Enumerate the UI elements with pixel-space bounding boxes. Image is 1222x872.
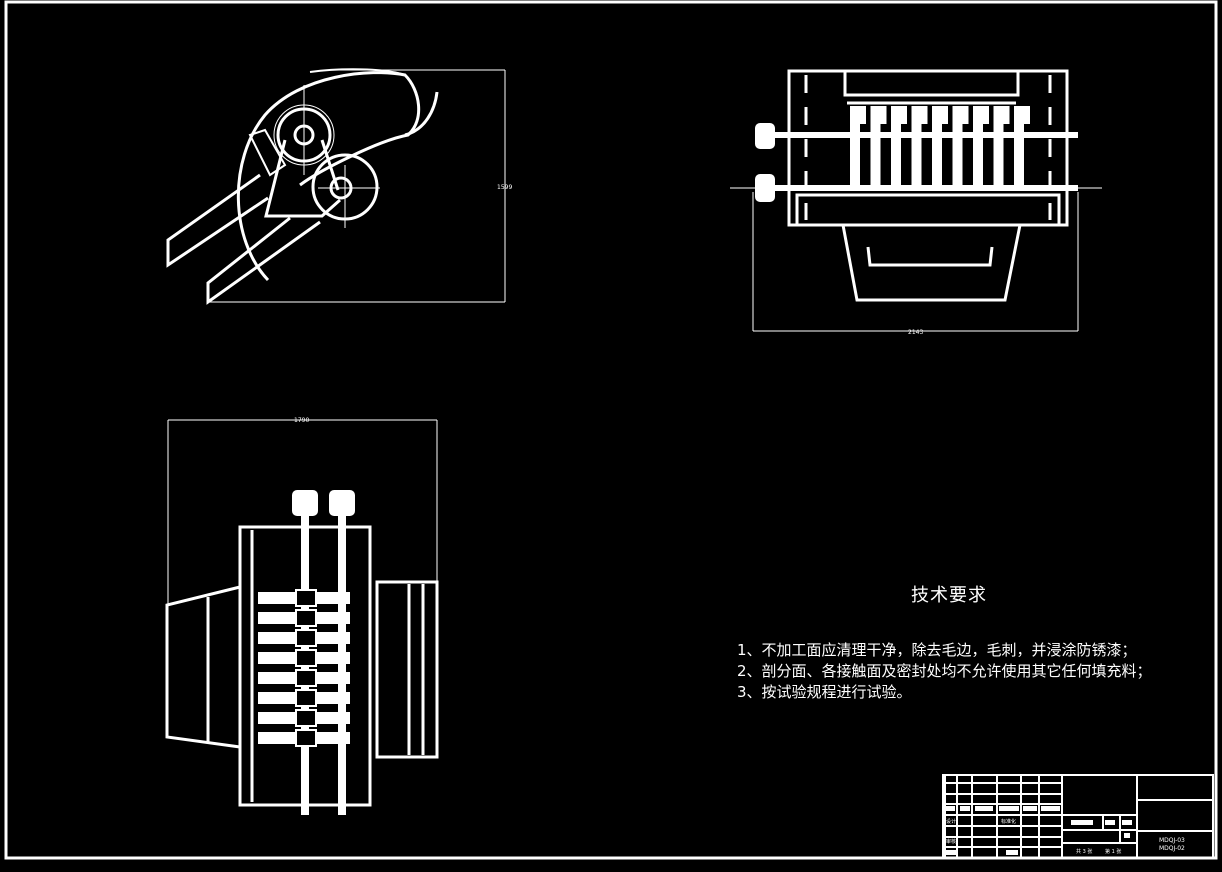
crushing-blade bbox=[850, 106, 860, 186]
requirement-item-1: 1、不加工面应清理干净，除去毛边，毛刺，并浸涂防锈漆； bbox=[737, 641, 1137, 659]
crushing-blade bbox=[952, 106, 963, 186]
requirement-item-2: 2、剖分面、各接触面及密封处均不允许使用其它任何填充料； bbox=[737, 662, 1152, 680]
blade-tip bbox=[983, 106, 989, 124]
blade-tip bbox=[880, 106, 887, 124]
pulley-upper bbox=[755, 123, 775, 149]
support-bracket bbox=[264, 139, 341, 218]
hood-lip bbox=[404, 91, 439, 137]
blade-hub bbox=[295, 689, 317, 707]
side-view-dimension bbox=[208, 69, 506, 303]
front-pulleys bbox=[755, 123, 775, 202]
blade-tip bbox=[860, 106, 866, 124]
blade-hub bbox=[295, 649, 317, 667]
chute-upper bbox=[166, 173, 269, 268]
top-blades bbox=[258, 589, 350, 747]
top-pulleys bbox=[292, 490, 355, 516]
drawing-number: MDQJ-03 bbox=[1159, 837, 1185, 844]
crushing-blade bbox=[891, 106, 901, 186]
dimension-label-width: 2143 bbox=[908, 329, 923, 336]
crushing-blade bbox=[870, 106, 881, 186]
title-block-fill bbox=[945, 806, 955, 811]
dimension-label-height: 1599 bbox=[497, 184, 512, 191]
crushing-blade bbox=[993, 106, 1004, 186]
drawing-border bbox=[4, 0, 1218, 860]
title-block-fill bbox=[960, 806, 970, 811]
hopper bbox=[841, 224, 1022, 302]
drawing-number-alt: MDQJ-02 bbox=[1159, 845, 1185, 852]
crushing-blade bbox=[973, 106, 983, 186]
title-block-grid bbox=[943, 775, 1132, 858]
inlet-hopper bbox=[165, 585, 241, 749]
blade-hub bbox=[295, 729, 317, 747]
blade-tip bbox=[921, 106, 928, 124]
dimension-label-top-width: 1790 bbox=[294, 417, 309, 424]
title-block-fill bbox=[1006, 850, 1018, 855]
pulley-right bbox=[329, 490, 355, 516]
review-label: 审核 bbox=[946, 838, 956, 845]
blade-hub bbox=[295, 629, 317, 647]
crushing-blade bbox=[932, 106, 942, 186]
hood-outline bbox=[236, 71, 421, 282]
title-block-fill bbox=[975, 806, 993, 811]
blade-tip bbox=[1024, 106, 1030, 124]
outlet-block bbox=[375, 580, 439, 759]
crushing-blade bbox=[1014, 106, 1024, 186]
blade-hub bbox=[295, 609, 317, 627]
crushing-blade bbox=[911, 106, 922, 186]
blade-tip bbox=[901, 106, 907, 124]
requirement-item-3: 3、按试验规程进行试验。 bbox=[737, 683, 912, 701]
title-block-fill bbox=[1124, 833, 1130, 838]
blade-tip bbox=[1003, 106, 1010, 124]
designer-label: 设计 bbox=[946, 818, 956, 825]
title-block-fill bbox=[1023, 806, 1037, 811]
title-block-fill bbox=[1041, 806, 1060, 811]
side-view bbox=[166, 68, 439, 305]
technical-requirements-title: 技术要求 bbox=[911, 585, 987, 606]
title-block-fill bbox=[1122, 820, 1132, 825]
top-housing bbox=[843, 69, 1020, 97]
title-block-fill bbox=[946, 850, 956, 855]
blade-hub bbox=[295, 709, 317, 727]
title-block-fill bbox=[1071, 820, 1093, 825]
title-block-fill bbox=[999, 806, 1019, 811]
standardization-label: 标准化 bbox=[1001, 818, 1016, 825]
blade-hub bbox=[295, 589, 317, 607]
blade-hub bbox=[295, 669, 317, 687]
sheet-total: 共 3 张 bbox=[1076, 848, 1092, 855]
pulley-lower bbox=[755, 174, 775, 202]
blade-tip bbox=[962, 106, 969, 124]
title-block-fill bbox=[1105, 820, 1115, 825]
pulley-left bbox=[292, 490, 318, 516]
chute-lower bbox=[206, 216, 321, 305]
title-block bbox=[942, 774, 1214, 859]
sheet-number: 第 1 张 bbox=[1105, 848, 1121, 855]
blade-tip bbox=[942, 106, 948, 124]
front-blades bbox=[850, 106, 1030, 186]
